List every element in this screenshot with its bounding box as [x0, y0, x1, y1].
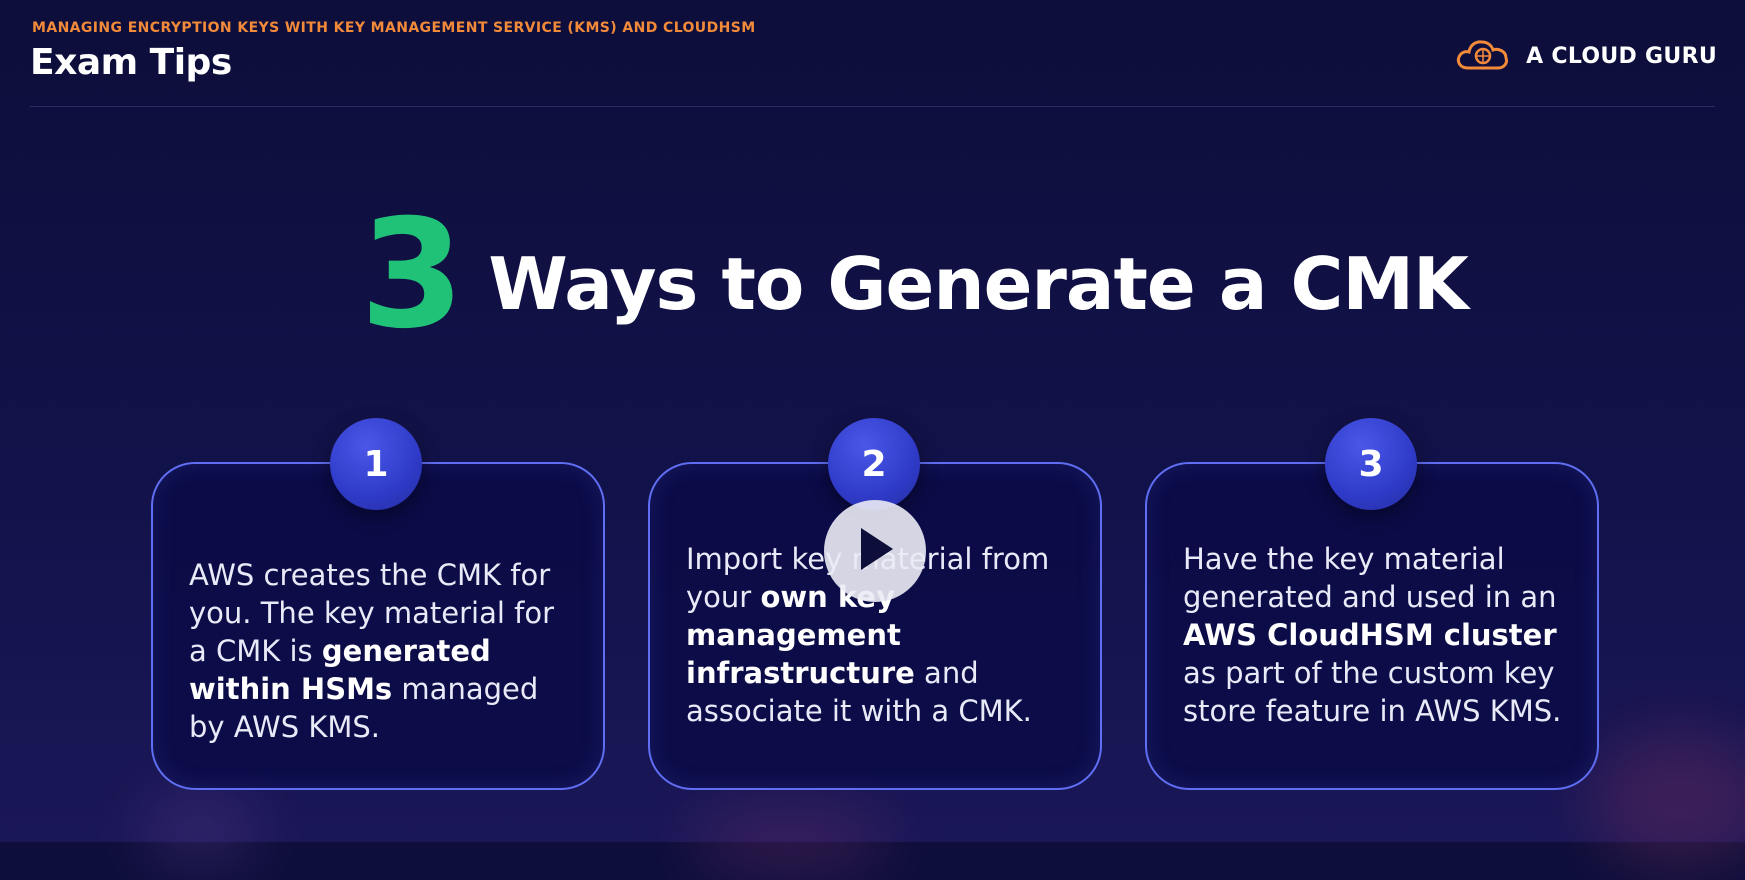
card-3: Have the key material generated and used…: [1145, 462, 1599, 790]
bg-glow-left: [140, 790, 260, 870]
card-1-text-part: AWS creates the CMK for you. The key mat…: [189, 558, 554, 668]
headline-text: Ways to Generate a CMK: [488, 242, 1468, 326]
card-2: Import key material from your own key ma…: [648, 462, 1102, 790]
card-2-text: Import key material from your own key ma…: [686, 540, 1070, 730]
card-3-text: Have the key material generated and used…: [1183, 540, 1567, 730]
badge-3: 3: [1325, 418, 1417, 510]
card-2-text-bold: own key management infrastructure: [686, 580, 915, 690]
headline-number: 3: [360, 188, 465, 362]
card-2-text-part: and associate it with a CMK.: [686, 656, 1032, 728]
headline: 3 Ways to Generate a CMK: [360, 188, 1469, 362]
badge-1: 1: [330, 418, 422, 510]
card-3-text-bold: AWS CloudHSM cluster: [1183, 618, 1557, 652]
card-1: AWS creates the CMK for you. The key mat…: [151, 462, 605, 790]
play-icon: [853, 524, 897, 579]
card-1-text: AWS creates the CMK for you. The key mat…: [189, 556, 573, 746]
brand-name: A CLOUD GURU: [1526, 44, 1717, 69]
bg-glow-right: [1590, 730, 1745, 870]
section-kicker: MANAGING ENCRYPTION KEYS WITH KEY MANAGE…: [32, 20, 756, 36]
card-3-text-part: Have the key material generated and used…: [1183, 542, 1557, 614]
header-divider: [30, 106, 1715, 107]
card-1-text-part: managed by AWS KMS.: [189, 672, 539, 744]
card-3-text-part: as part of the custom key store feature …: [1183, 656, 1562, 728]
play-button[interactable]: [824, 500, 926, 602]
badge-2: 2: [828, 418, 920, 510]
cloud-logo-icon: [1454, 36, 1512, 77]
brand-logo: A CLOUD GURU: [1454, 36, 1717, 77]
bg-glow-center: [690, 800, 890, 880]
page-title: Exam Tips: [30, 42, 232, 83]
card-1-text-bold: generated within HSMs: [189, 634, 491, 706]
